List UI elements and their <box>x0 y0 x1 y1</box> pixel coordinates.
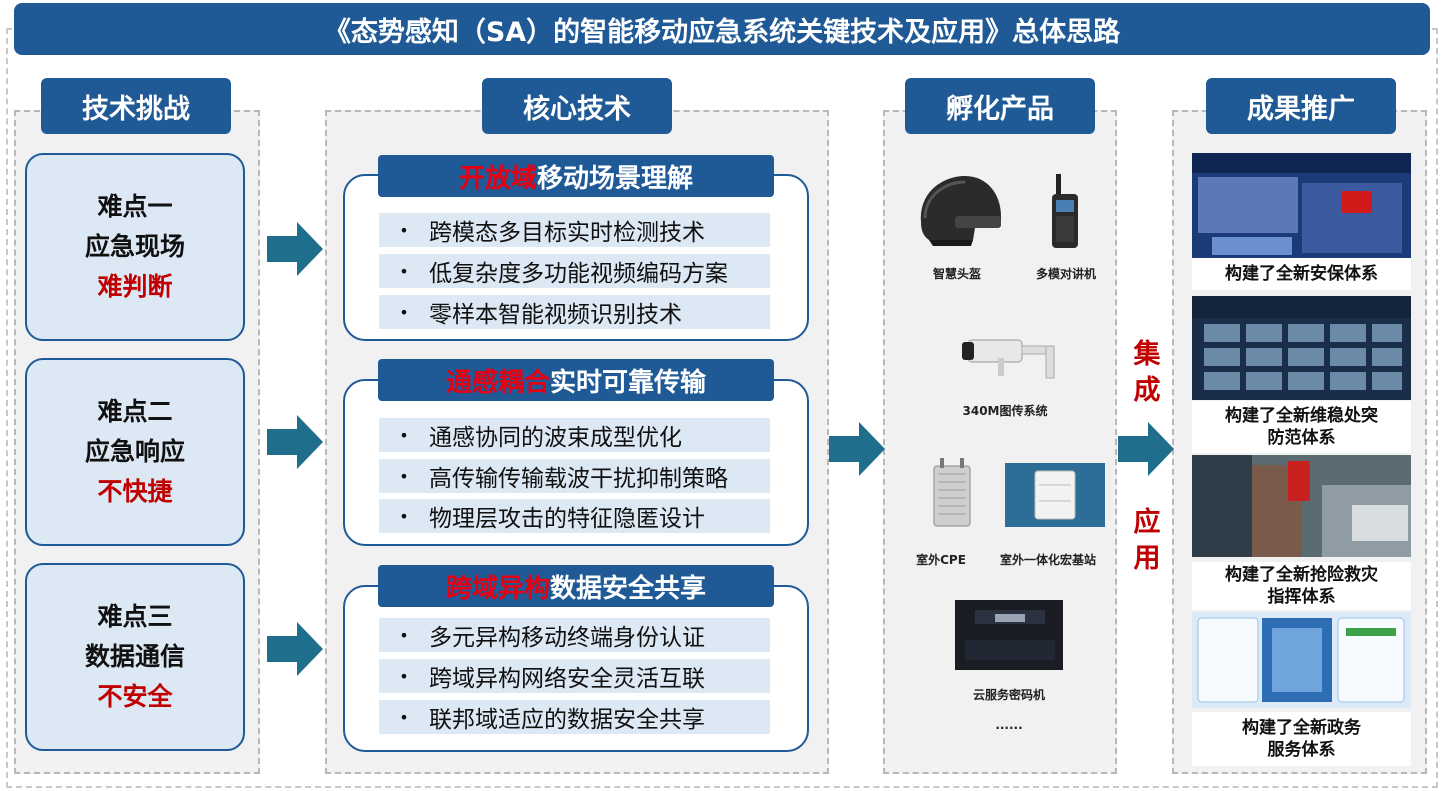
result-caption-line: 构建了全新政务 <box>1242 718 1361 738</box>
challenge-number: 难点一 <box>97 192 173 221</box>
challenge-area: 应急响应 <box>84 437 185 466</box>
tech-item: • 低复杂度多功能视频编码方案 <box>379 254 770 288</box>
integration-char: 用 <box>1133 543 1161 574</box>
result-caption-line: 构建了全新维稳处突 <box>1225 406 1378 426</box>
result-photo-rescue <box>1192 455 1411 557</box>
bullet: • <box>399 466 409 486</box>
result-caption-line: 防范体系 <box>1267 428 1336 448</box>
arrow-right-icon <box>267 622 323 676</box>
integration-label-bottom: 应 用 <box>1130 505 1164 577</box>
product-label-basestation: 室外一体化宏基站 <box>999 553 1096 567</box>
title-text: 数据安全共享 <box>550 573 707 604</box>
result-caption-line: 服务体系 <box>1267 740 1336 760</box>
challenge-problem: 难判断 <box>97 272 173 301</box>
integration-char: 集 <box>1133 339 1161 370</box>
core-tech-title-3: 跨域异构数据安全共享 <box>378 565 774 607</box>
tech-item: • 跨域异构网络安全灵活互联 <box>379 659 770 693</box>
challenge-area: 数据通信 <box>84 642 185 671</box>
result-photo-security <box>1192 153 1411 258</box>
tech-item-text: 通感协同的波束成型优化 <box>429 425 682 451</box>
challenge-box-1: 难点一 应急现场 难判断 <box>25 153 245 341</box>
integration-label-top: 集 成 <box>1130 337 1164 409</box>
tech-item-text: 跨模态多目标实时检测技术 <box>429 220 705 246</box>
tech-item-text: 高传输传输载波干扰抑制策略 <box>429 466 728 492</box>
bullet: • <box>399 302 409 322</box>
core-tech-header: 核心技术 <box>482 78 672 134</box>
integration-char: 应 <box>1133 507 1161 538</box>
title-highlight: 跨域异构 <box>445 573 550 604</box>
core-tech-title-2: 通感耦合实时可靠传输 <box>378 359 774 401</box>
page-title: 《态势感知（SA）的智能移动应急系统关键技术及应用》总体思路 <box>14 3 1430 55</box>
product-label-camera: 340M图传系统 <box>962 404 1048 418</box>
tech-item-text: 零样本智能视频识别技术 <box>429 302 682 328</box>
product-label-radio: 多模对讲机 <box>1035 267 1096 281</box>
challenge-number: 难点三 <box>97 602 173 631</box>
product-label-cpe: 室外CPE <box>916 553 966 567</box>
arrow-right-icon <box>1118 422 1174 476</box>
title-highlight: 开放域 <box>458 163 537 194</box>
bullet: • <box>399 666 409 686</box>
tech-item: • 高传输传输载波干扰抑制策略 <box>379 459 770 493</box>
title-highlight: 通感耦合 <box>445 367 550 398</box>
tech-item-text: 物理层攻击的特征隐匿设计 <box>429 506 705 532</box>
integration-char: 成 <box>1133 375 1161 406</box>
tech-item-text: 跨域异构网络安全灵活互联 <box>429 666 705 692</box>
bullet: • <box>399 425 409 445</box>
challenge-problem: 不快捷 <box>97 477 173 506</box>
cpe-image <box>933 458 971 527</box>
challenge-area: 应急现场 <box>84 232 185 261</box>
arrow-right-icon <box>267 222 323 276</box>
result-caption-4: 构建了全新政务 服务体系 <box>1192 712 1411 766</box>
result-caption-line: 构建了全新安保体系 <box>1225 264 1378 284</box>
bullet: • <box>399 220 409 240</box>
bullet: • <box>399 506 409 526</box>
tech-item: • 零样本智能视频识别技术 <box>379 295 770 329</box>
arrow-right-icon <box>829 422 885 476</box>
tech-item: • 多元异构移动终端身份认证 <box>379 618 770 652</box>
product-label-helmet: 智慧头盔 <box>932 267 981 281</box>
camera-image <box>962 339 1055 379</box>
radio-image <box>1052 174 1078 248</box>
result-caption-3: 构建了全新抢险救灾 指挥体系 <box>1192 562 1411 610</box>
product-label-crypto: 云服务密码机 <box>972 688 1045 702</box>
result-photo-stability <box>1192 296 1411 400</box>
core-tech-title-1: 开放域移动场景理解 <box>378 155 774 197</box>
result-caption-2: 构建了全新维稳处突 防范体系 <box>1192 401 1411 453</box>
tech-item: • 物理层攻击的特征隐匿设计 <box>379 499 770 533</box>
basestation-image <box>1005 463 1105 527</box>
tech-item-text: 联邦域适应的数据安全共享 <box>429 707 705 733</box>
title-text: 移动场景理解 <box>537 163 694 194</box>
products-ellipsis: ...... <box>995 718 1023 732</box>
challenges-header: 技术挑战 <box>41 78 231 134</box>
bullet: • <box>399 625 409 645</box>
challenge-problem: 不安全 <box>97 682 173 711</box>
result-caption-line: 构建了全新抢险救灾 <box>1225 565 1378 585</box>
challenge-box-3: 难点三 数据通信 不安全 <box>25 563 245 751</box>
tech-item: • 通感协同的波束成型优化 <box>379 418 770 452</box>
tech-item-text: 低复杂度多功能视频编码方案 <box>429 261 728 287</box>
challenge-box-2: 难点二 应急响应 不快捷 <box>25 358 245 546</box>
title-text: 实时可靠传输 <box>550 367 707 398</box>
crypto-machine-image <box>955 600 1063 670</box>
tech-item: • 跨模态多目标实时检测技术 <box>379 213 770 247</box>
arrow-right-icon <box>267 415 323 469</box>
result-photo-government <box>1192 612 1411 708</box>
tech-item: • 联邦域适应的数据安全共享 <box>379 700 770 734</box>
results-header: 成果推广 <box>1206 78 1396 134</box>
result-caption-1: 构建了全新安保体系 <box>1192 258 1411 290</box>
tech-item-text: 多元异构移动终端身份认证 <box>429 625 705 651</box>
bullet: • <box>399 261 409 281</box>
result-caption-line: 指挥体系 <box>1267 587 1336 607</box>
challenge-number: 难点二 <box>97 397 173 426</box>
bullet: • <box>399 707 409 727</box>
helmet-image <box>920 176 1001 246</box>
products-header: 孵化产品 <box>905 78 1095 134</box>
